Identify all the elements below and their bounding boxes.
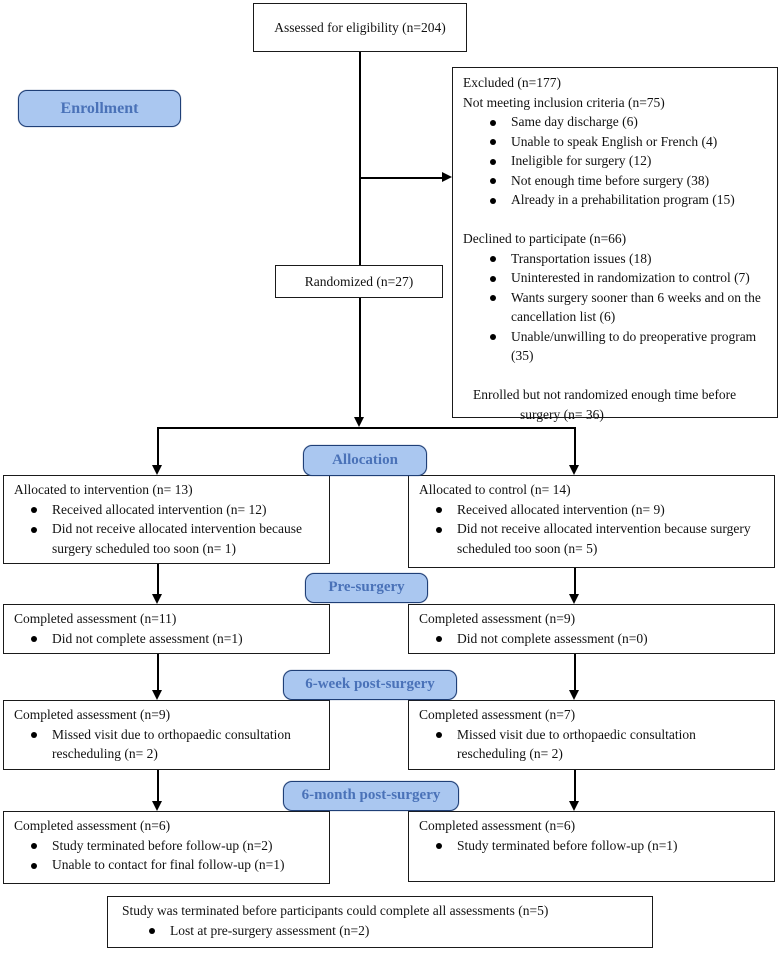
- bullet-item: Already in a prehabilitation program (15…: [463, 190, 773, 210]
- box-title: Completed assessment (n=9): [14, 707, 171, 722]
- box-title: Allocated to intervention (n= 13): [14, 482, 193, 497]
- blank-line: [453, 366, 773, 386]
- blank-line: [453, 210, 773, 230]
- bullet-item: Study terminated before follow-up (n=2): [4, 836, 329, 856]
- bullet-list: Received allocated intervention (n= 12) …: [4, 500, 329, 559]
- box-title: Completed assessment (n=11): [14, 611, 177, 626]
- arrow-down-icon: [152, 690, 162, 700]
- bullet-item: Transportation issues (18): [463, 249, 773, 269]
- box-title: Allocated to control (n= 14): [419, 482, 571, 497]
- week6-control-box: Completed assessment (n=7) Missed visit …: [408, 700, 775, 770]
- randomized-box: Randomized (n=27): [275, 265, 443, 298]
- bullet-list: Did not complete assessment (n=0): [409, 629, 774, 649]
- week6-stage-label: 6-week post-surgery: [283, 670, 457, 700]
- flow-line: [157, 770, 159, 801]
- bullet-item: Did not complete assessment (n=0): [409, 629, 774, 649]
- bullet-item: Study terminated before follow-up (n=1): [409, 836, 774, 856]
- stage-label-text: Enrollment: [60, 99, 139, 117]
- bullet-list: Study terminated before follow-up (n=1): [409, 836, 774, 856]
- box-title: Completed assessment (n=6): [419, 818, 576, 833]
- assessed-eligibility-box: Assessed for eligibility (n=204): [253, 3, 467, 52]
- allocated-control-box: Allocated to control (n= 14) Received al…: [408, 475, 775, 568]
- box-title: Completed assessment (n=6): [14, 818, 171, 833]
- allocated-intervention-box: Allocated to intervention (n= 13) Receiv…: [3, 475, 330, 564]
- box-title: Study was terminated before participants…: [122, 903, 549, 918]
- bullet-list: Missed visit due to orthopaedic consulta…: [4, 725, 329, 764]
- pre-surgery-stage-label: Pre-surgery: [305, 573, 428, 603]
- arrow-right-icon: [442, 172, 452, 182]
- bullet-item: Unable to contact for final follow-up (n…: [4, 855, 329, 875]
- bullet-list: Did not complete assessment (n=1): [4, 629, 329, 649]
- declined-list: Transportation issues (18) Uninterested …: [463, 249, 773, 366]
- flow-line: [157, 427, 576, 429]
- not-meeting-list: Same day discharge (6) Unable to speak E…: [463, 112, 773, 210]
- arrow-down-icon: [354, 417, 364, 427]
- arrow-down-icon: [569, 594, 579, 604]
- study-terminated-box: Study was terminated before participants…: [107, 896, 653, 948]
- excluded-line1: Excluded (n=177): [463, 75, 561, 90]
- stage-label-text: Allocation: [332, 451, 398, 468]
- pre-surgery-control-box: Completed assessment (n=9) Did not compl…: [408, 604, 775, 654]
- bullet-item: Same day discharge (6): [463, 112, 773, 132]
- month6-control-box: Completed assessment (n=6) Study termina…: [408, 811, 775, 882]
- bullet-item: Did not complete assessment (n=1): [4, 629, 329, 649]
- month6-stage-label: 6-month post-surgery: [283, 781, 459, 811]
- bullet-item: Missed visit due to orthopaedic consulta…: [409, 725, 774, 764]
- bullet-item: Unable to speak English or French (4): [463, 132, 773, 152]
- stage-label-text: 6-month post-surgery: [301, 787, 441, 804]
- month6-intervention-box: Completed assessment (n=6) Study termina…: [3, 811, 330, 884]
- stage-label-text: Pre-surgery: [328, 579, 405, 596]
- pre-surgery-intervention-box: Completed assessment (n=11) Did not comp…: [3, 604, 330, 654]
- bullet-list: Received allocated intervention (n= 9) D…: [409, 500, 774, 559]
- arrow-down-icon: [569, 465, 579, 475]
- bullet-list: Lost at pre-surgery assessment (n=2): [122, 921, 652, 941]
- bullet-item: Unable/unwilling to do preoperative prog…: [463, 327, 773, 366]
- bullet-list: Missed visit due to orthopaedic consulta…: [409, 725, 774, 764]
- bullet-item: Wants surgery sooner than 6 weeks and on…: [463, 288, 773, 327]
- enrollment-stage-label: Enrollment: [18, 90, 181, 127]
- bullet-item: Did not receive allocated intervention b…: [409, 519, 774, 558]
- arrow-down-icon: [569, 801, 579, 811]
- flow-line: [574, 654, 576, 690]
- week6-intervention-box: Completed assessment (n=9) Missed visit …: [3, 700, 330, 770]
- bullet-item: Received allocated intervention (n= 9): [409, 500, 774, 520]
- flow-line: [360, 177, 443, 179]
- bullet-item: Missed visit due to orthopaedic consulta…: [4, 725, 329, 764]
- box-title: Completed assessment (n=7): [419, 707, 576, 722]
- excluded-line2: Not meeting inclusion criteria (n=75): [463, 94, 665, 110]
- bullet-item: Lost at pre-surgery assessment (n=2): [122, 921, 652, 941]
- flow-line: [157, 654, 159, 690]
- box-title: Assessed for eligibility (n=204): [274, 19, 446, 35]
- declined-header: Declined to participate (n=66): [463, 231, 627, 246]
- arrow-down-icon: [152, 594, 162, 604]
- flow-line: [157, 563, 159, 594]
- bullet-list: Study terminated before follow-up (n=2) …: [4, 836, 329, 875]
- box-title: Randomized (n=27): [304, 273, 414, 289]
- excluded-box: Excluded (n=177) Not meeting inclusion c…: [452, 67, 778, 422]
- flow-line: [574, 770, 576, 801]
- bullet-item: Ineligible for surgery (12): [463, 151, 773, 171]
- flow-line: [359, 298, 361, 418]
- bullet-item: Uninterested in randomization to control…: [463, 268, 773, 288]
- arrow-down-icon: [152, 465, 162, 475]
- box-title: Completed assessment (n=9): [419, 611, 576, 626]
- arrow-down-icon: [152, 801, 162, 811]
- arrow-down-icon: [569, 690, 579, 700]
- bullet-item: Did not receive allocated intervention b…: [4, 519, 329, 558]
- allocation-stage-label: Allocation: [303, 445, 427, 476]
- bullet-item: Not enough time before surgery (38): [463, 171, 773, 191]
- enrolled-note: Enrolled but not randomized enough time …: [473, 387, 737, 422]
- flow-line: [574, 567, 576, 594]
- flow-line: [574, 427, 576, 465]
- bullet-item: Received allocated intervention (n= 12): [4, 500, 329, 520]
- stage-label-text: 6-week post-surgery: [305, 676, 435, 693]
- flow-line: [359, 52, 361, 265]
- flow-line: [157, 427, 159, 465]
